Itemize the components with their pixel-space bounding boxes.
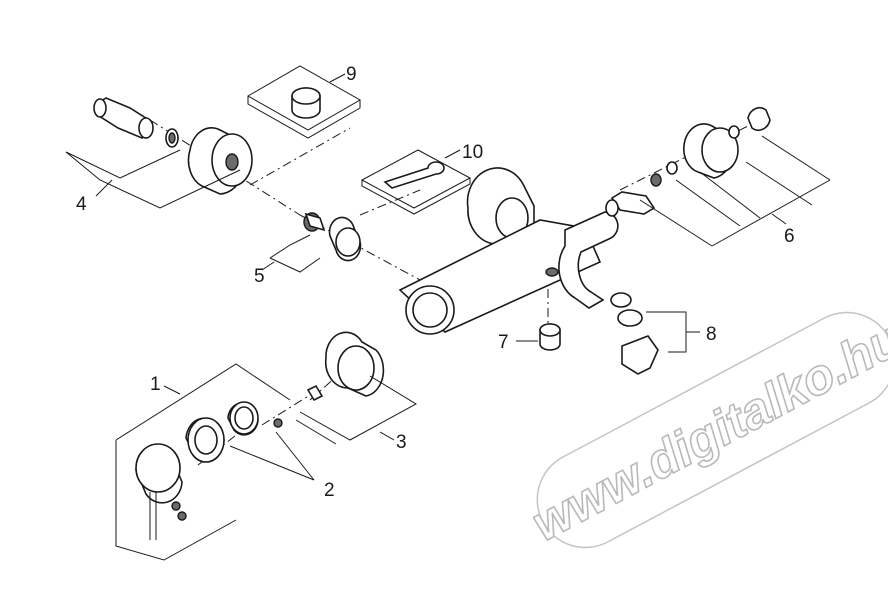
label-2: 2 — [324, 480, 335, 501]
label-7: 7 — [498, 332, 509, 353]
part-6-outlet-set — [605, 107, 831, 247]
label-9: 9 — [346, 64, 357, 85]
part-7-aerator — [516, 323, 561, 351]
label-3: 3 — [396, 432, 407, 453]
label-10: 10 — [462, 142, 483, 163]
label-1: 1 — [150, 374, 161, 395]
part-3-cartridge — [295, 331, 418, 445]
part-8-diverter — [617, 309, 700, 375]
label-8: 8 — [706, 324, 717, 345]
part-5-nipple-and-nut — [261, 212, 362, 273]
part-9-adapter-box — [246, 65, 362, 139]
label-5: 5 — [254, 266, 265, 287]
part-2-screw-and-rings — [185, 401, 315, 481]
part-4-connector-set — [65, 97, 253, 209]
watermark: www.digitalko.hu — [522, 309, 888, 552]
part-1-lever-handle — [115, 363, 291, 561]
label-4: 4 — [76, 194, 87, 215]
label-6: 6 — [784, 226, 795, 247]
watermark-text: www.digitalko.hu — [523, 310, 888, 552]
mixer-body — [398, 167, 632, 335]
part-10-spanner-box — [360, 149, 472, 215]
